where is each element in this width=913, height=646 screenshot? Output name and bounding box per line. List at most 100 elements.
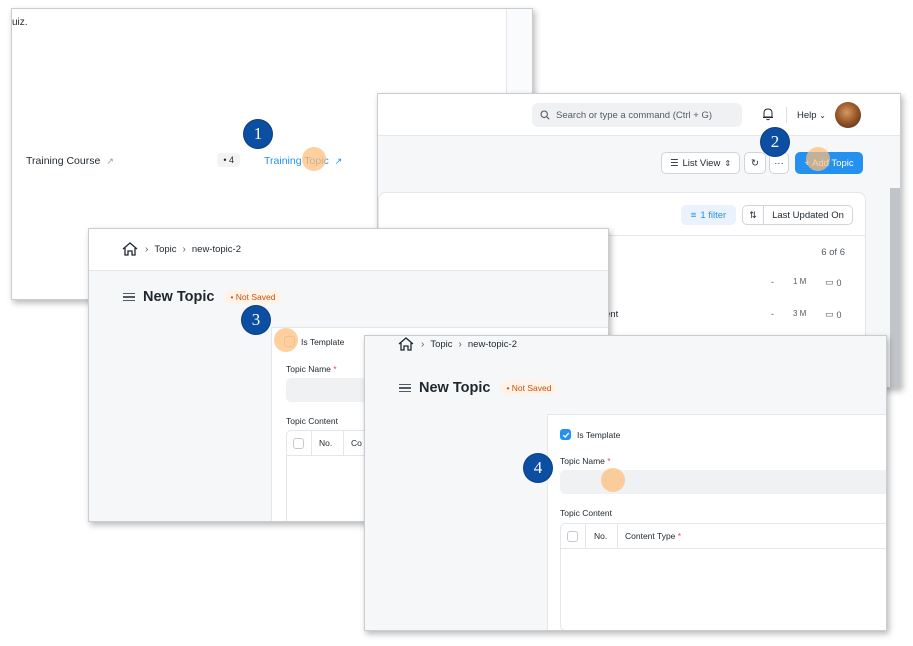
content-type-label: Content Type: [625, 531, 676, 541]
row-comments: ▭ 0: [825, 309, 842, 320]
topic-name-label-text: Topic Name: [286, 364, 331, 374]
help-label: Help: [797, 110, 817, 121]
column-content-type: Content Type *: [625, 524, 681, 548]
click-highlight-training-topic: [302, 147, 326, 171]
navbar: Search or type a command (Ctrl + G) Help…: [378, 94, 900, 136]
row-modified: 1 M: [793, 277, 807, 286]
row-select-all[interactable]: [293, 431, 310, 455]
step-marker-3: 3: [242, 306, 270, 334]
breadcrumb: › Topic › new-topic-2: [121, 241, 241, 257]
topic-content-label: Topic Content: [560, 508, 612, 518]
row-select-all[interactable]: [567, 524, 584, 548]
more-label: ···: [774, 157, 784, 169]
column-divider: [343, 431, 344, 455]
navbar-divider: [786, 107, 787, 123]
is-template-checkbox[interactable]: [560, 429, 571, 440]
select-all-checkbox[interactable]: [293, 437, 304, 449]
required-mark: *: [677, 531, 682, 541]
topic-content-label: Topic Content: [286, 416, 338, 426]
topic-name-label: Topic Name *: [560, 456, 611, 466]
breadcrumb-separator: ›: [145, 243, 149, 255]
page-title: New Topic: [143, 289, 215, 305]
topic-content-table: No. Content Type *: [560, 523, 886, 630]
record-count: 6 of 6: [821, 247, 845, 258]
breadcrumb-doc: new-topic-2: [191, 243, 241, 255]
home-icon[interactable]: [121, 241, 139, 257]
step-marker-4: 4: [524, 454, 552, 482]
comment-count: 0: [836, 309, 842, 320]
home-icon[interactable]: [397, 336, 415, 352]
list-icon: ☰: [669, 157, 679, 169]
search-placeholder: Search or type a command (Ctrl + G): [556, 109, 713, 121]
column-divider: [311, 431, 312, 455]
select-all-checkbox[interactable]: [567, 530, 578, 542]
is-template-label: Is Template: [577, 429, 621, 440]
breadcrumb-doc: new-topic-2: [467, 338, 517, 350]
topic-name-label-text: Topic Name: [560, 456, 605, 466]
new-topic-form-panel-2: › Topic › new-topic-2 New Topic • Not Sa…: [364, 335, 887, 631]
title-row: New Topic • Not Saved: [123, 289, 282, 305]
list-item[interactable]: - 1 M ▭ 0: [379, 277, 865, 297]
training-course-label: Training Course: [26, 155, 101, 167]
row-dash: -: [771, 309, 774, 319]
quiz-text: uiz.: [12, 17, 28, 28]
sort-icon: ⇅: [749, 209, 757, 220]
training-course-count: • 4: [217, 153, 240, 167]
list-item[interactable]: ent - 3 M ▭ 0: [379, 309, 865, 329]
chevron-down-icon: ⌄: [819, 111, 826, 120]
required-mark: *: [333, 364, 337, 374]
step-marker-1: 1: [244, 120, 272, 148]
comment-count: 0: [836, 277, 842, 288]
row-dash: -: [771, 277, 774, 287]
page-title: New Topic: [419, 380, 491, 396]
comment-icon: ▭: [825, 309, 834, 319]
breadcrumb-separator: ›: [458, 338, 462, 350]
sort-direction-button[interactable]: ⇅: [742, 205, 764, 225]
column-no: No.: [319, 438, 333, 448]
column-divider: [617, 524, 618, 548]
title-row: New Topic • Not Saved: [399, 380, 558, 396]
filter-button[interactable]: ≡ 1 filter: [681, 205, 736, 225]
sort-label: Last Updated On: [772, 209, 844, 221]
comment-icon: ▭: [825, 277, 834, 287]
bell-icon[interactable]: [762, 107, 774, 121]
column-divider: [585, 524, 586, 548]
breadcrumb-topic[interactable]: Topic: [154, 243, 177, 255]
topic-name-label: Topic Name *: [286, 364, 337, 374]
row-comments: ▭ 0: [825, 277, 842, 288]
hamburger-icon[interactable]: [123, 292, 135, 302]
topic-form: Is Template Topic Name * Topic Content N…: [547, 414, 886, 630]
chevron-updown-icon: ⇕: [724, 158, 732, 168]
breadcrumb-separator: ›: [182, 243, 186, 255]
table-header-divider: [561, 548, 886, 549]
avatar[interactable]: [835, 102, 861, 128]
row-title-snippet: ent: [605, 309, 619, 320]
breadcrumb: › Topic › new-topic-2: [397, 336, 517, 352]
breadcrumb-topic[interactable]: Topic: [430, 338, 453, 350]
required-mark: *: [607, 456, 611, 466]
training-course-card[interactable]: Training Course ↗ • 4: [20, 149, 246, 173]
refresh-icon: ↻: [751, 157, 759, 169]
click-highlight-is-template: [274, 328, 298, 352]
search-icon: [540, 110, 550, 120]
list-view-label: List View: [682, 157, 721, 169]
help-menu[interactable]: Help ⌄: [797, 110, 826, 121]
arrow-up-right-icon: ↗: [106, 155, 114, 166]
column-content: Co: [351, 438, 362, 448]
click-highlight-add-topic: [806, 147, 830, 171]
filter-label: 1 filter: [700, 209, 727, 221]
search-bar[interactable]: Search or type a command (Ctrl + G): [532, 103, 742, 127]
is-template-field[interactable]: Is Template: [560, 429, 620, 440]
click-highlight-topic-name: [601, 468, 625, 492]
list-view-button[interactable]: ☰ List View ⇕: [661, 152, 740, 174]
row-modified: 3 M: [793, 309, 807, 318]
arrow-up-right-icon: ↗: [334, 155, 343, 166]
column-no: No.: [594, 531, 608, 541]
hamburger-icon[interactable]: [399, 383, 411, 393]
scrollbar[interactable]: [890, 188, 900, 387]
filter-icon: ≡: [690, 209, 697, 221]
refresh-button[interactable]: ↻: [744, 152, 766, 174]
form-topbar: › Topic › new-topic-2: [89, 229, 608, 271]
sort-field-button[interactable]: Last Updated On: [763, 205, 853, 225]
is-template-label: Is Template: [301, 336, 345, 347]
